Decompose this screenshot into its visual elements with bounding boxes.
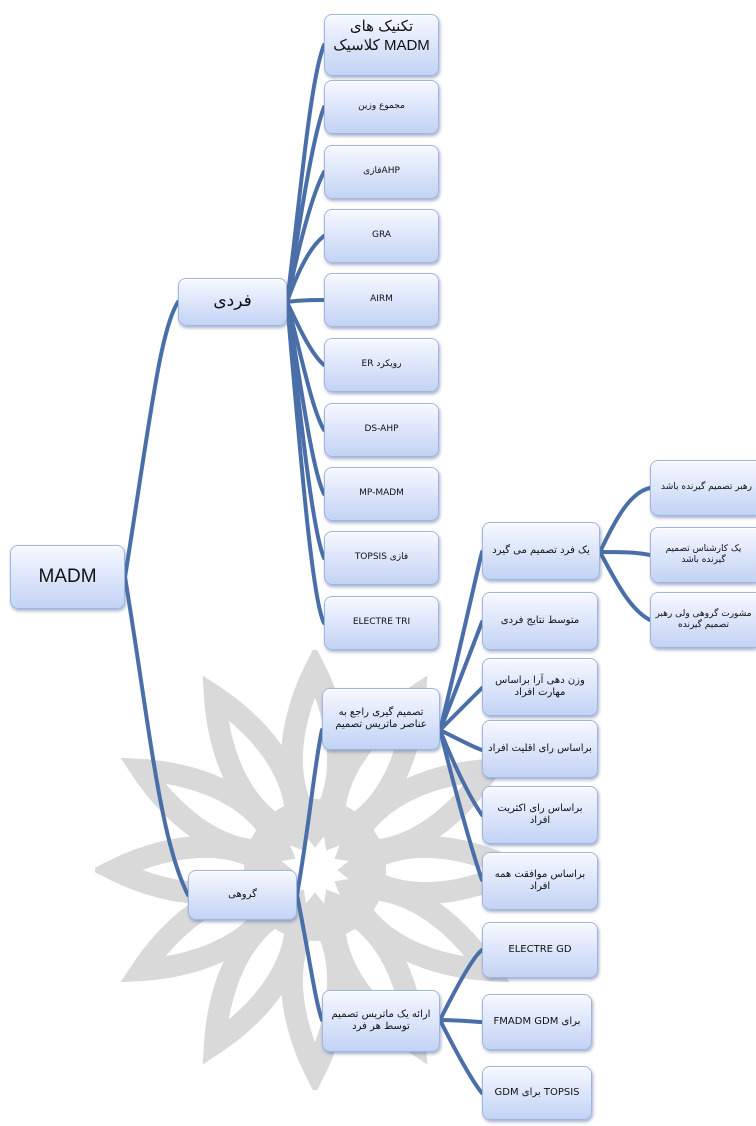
- group-node: گروهی: [188, 870, 297, 920]
- connector: [438, 948, 484, 1022]
- connector: [438, 728, 484, 817]
- one-person-node: یک فرد تصمیم می گیرد: [482, 522, 600, 580]
- expert-decides-node: یک کارشناس تصمیم گیرنده باشد: [650, 527, 756, 583]
- connector: [285, 298, 326, 304]
- leader-decides-node: رهبر تصمیم گیرنده باشد: [650, 460, 756, 516]
- connector: [295, 893, 324, 1022]
- connector: [598, 550, 652, 622]
- method-node: GRA: [324, 209, 439, 263]
- decision-method-node: وزن دهی آرا براساس مهارت افراد: [482, 658, 598, 716]
- gdm-method-node: برای FMADM GDM: [482, 994, 592, 1050]
- connector: [295, 728, 324, 897]
- connector: [438, 686, 484, 732]
- connector: [438, 550, 484, 732]
- method-node: مجموع وزین: [324, 80, 439, 134]
- decision-method-node: براساس رای اکثریت افراد: [482, 786, 598, 844]
- method-node: فازی TOPSIS: [324, 531, 439, 585]
- connector: [123, 575, 190, 897]
- connector: [123, 300, 180, 579]
- connector: [285, 300, 326, 625]
- methods-title-node: تکنیک های MADM کلاسیک: [324, 14, 439, 76]
- root-madm: MADM: [10, 545, 125, 609]
- connector: [438, 1018, 484, 1024]
- connector: [438, 728, 484, 752]
- decision-method-node: براساس موافقت همه افراد: [482, 852, 598, 910]
- connector: [438, 620, 484, 732]
- method-node: MP-MADM: [324, 467, 439, 521]
- individual-node: فردی: [178, 278, 287, 326]
- method-node: ELECTRE TRI: [324, 596, 439, 650]
- connector: [438, 728, 484, 882]
- connector: [285, 234, 326, 304]
- decision-method-node: متوسط نتایج فردی: [482, 592, 598, 650]
- connector: [438, 1018, 484, 1095]
- gdm-method-node: TOPSIS برای GDM: [482, 1066, 592, 1120]
- method-node: رویکرد ER: [324, 338, 439, 392]
- connector: [598, 550, 652, 557]
- decision-method-node: براساس رای اقلیت افراد: [482, 720, 598, 778]
- decision-elements-node: تصمیم گیری راجع به عناصر ماتریس تصمیم: [322, 688, 440, 750]
- method-node: DS-AHP: [324, 403, 439, 457]
- group-consult-node: مشورت گروهی ولی رهبر تصمیم گیرنده: [650, 592, 756, 648]
- gdm-method-node: ELECTRE GD: [482, 922, 598, 978]
- connector: [598, 486, 652, 554]
- matrix-each-node: ارائه یک ماتریس تصمیم توسط هر فرد: [322, 990, 440, 1052]
- method-node: AHPفازی: [324, 145, 439, 199]
- method-node: AIRM: [324, 273, 439, 327]
- connector: [285, 170, 326, 304]
